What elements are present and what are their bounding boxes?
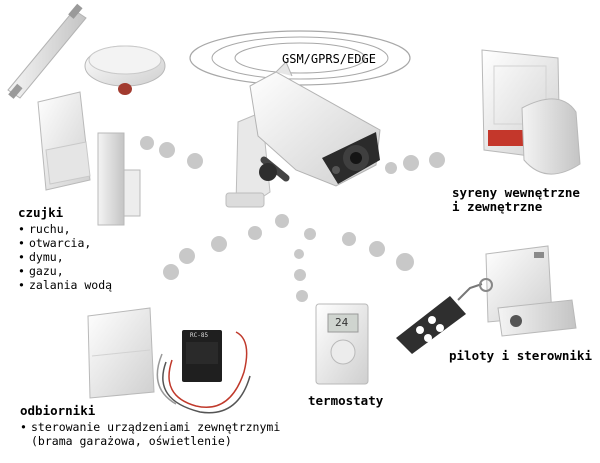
list-item: zalania wodą	[18, 278, 112, 292]
sensors-block: czujki ruchu, otwarcia, dymu, gazu, zala…	[18, 205, 112, 293]
list-item: dymu,	[18, 250, 112, 264]
remotes-image	[396, 245, 577, 354]
receivers-block: odbiorniki sterowanie urządzeniami zewnę…	[20, 403, 280, 449]
receivers-item-sub: (brama garażowa, oświetlenie)	[31, 434, 232, 448]
thermostat-image	[315, 303, 369, 385]
list-item: ruchu,	[18, 222, 112, 236]
thermostat-display: 24	[335, 316, 349, 329]
gsm-label: GSM/GPRS/EDGE	[282, 52, 376, 66]
receivers-title: odbiorniki	[20, 403, 96, 418]
remotes-label: piloty i sterowniki	[449, 348, 592, 363]
connector-dots	[140, 136, 445, 302]
sirens-label: syreny wewnętrzne i zewnętrzne	[452, 186, 580, 214]
list-item: sterowanie urządzeniami zewnętrznymi	[20, 420, 280, 434]
receiver-module-label: RC-85	[190, 332, 209, 339]
sirens-image	[481, 49, 581, 175]
sensors-list: ruchu, otwarcia, dymu, gazu, zalania wod…	[18, 222, 112, 292]
receivers-image	[87, 307, 251, 414]
sensors-image	[7, 3, 166, 226]
receivers-list: sterowanie urządzeniami zewnętrznymi	[20, 420, 280, 434]
sirens-line1: syreny wewnętrzne	[452, 185, 580, 200]
list-item: gazu,	[18, 264, 112, 278]
gsm-camera-image	[225, 61, 381, 208]
sirens-line2: i zewnętrzne	[452, 199, 543, 214]
sensors-title: czujki	[18, 205, 64, 220]
thermostats-label: termostaty	[308, 393, 384, 408]
list-item: otwarcia,	[18, 236, 112, 250]
